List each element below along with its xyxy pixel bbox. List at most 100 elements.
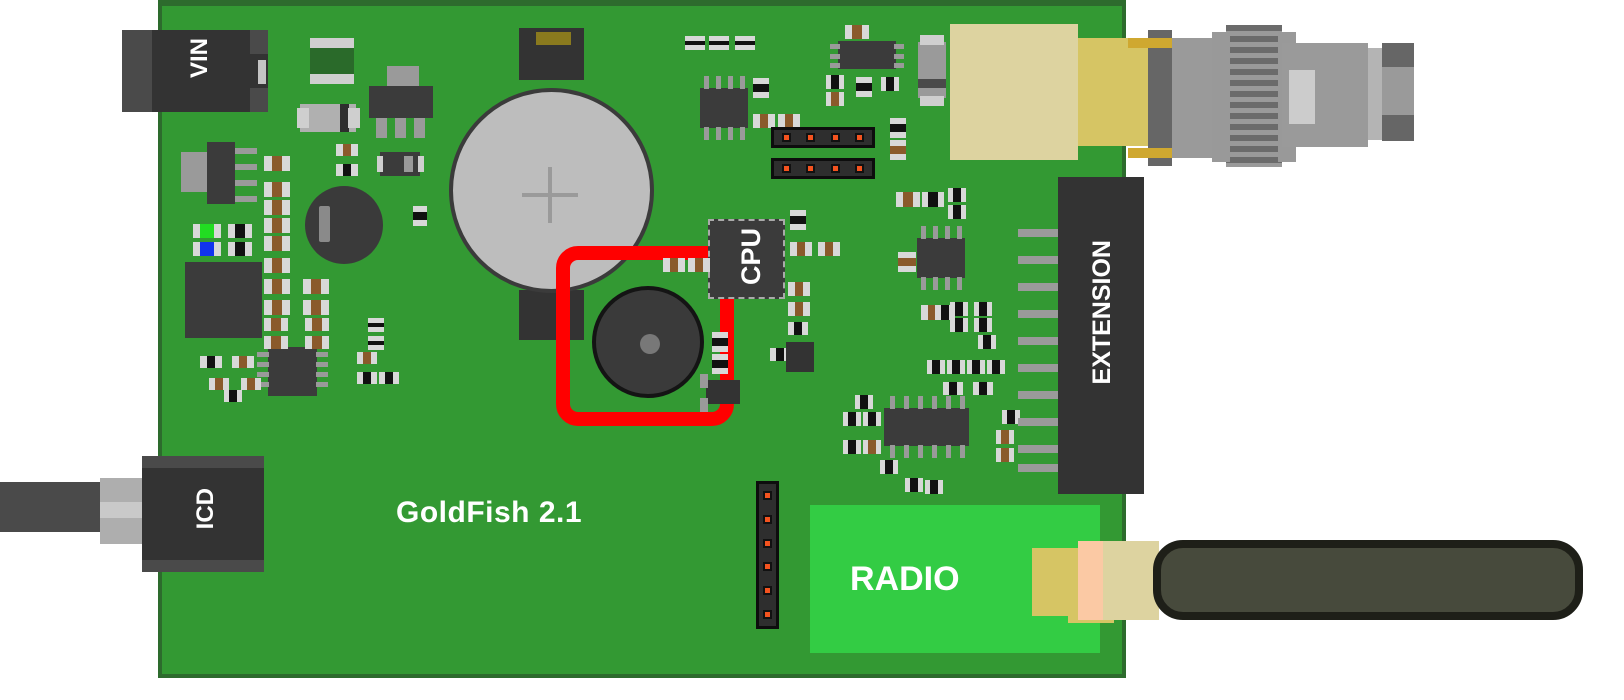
ic-soic-driver	[917, 238, 965, 278]
connector-extension-label: EXTENSION	[1088, 240, 1116, 385]
smd-capacitor	[843, 440, 861, 454]
smd-resistor	[264, 300, 290, 315]
smd-capacitor	[950, 318, 968, 332]
connector-extension[interactable]	[1058, 177, 1144, 494]
pin-header-radio[interactable]	[756, 481, 779, 629]
smd-resistor	[264, 218, 290, 233]
connector-vin[interactable]	[122, 30, 268, 112]
ic-voltage-regulator	[369, 86, 433, 118]
smd-resistor	[845, 25, 869, 39]
smd-resistor	[896, 192, 920, 207]
module-radio-label: RADIO	[850, 559, 960, 598]
smd-capacitor	[357, 372, 377, 384]
usb-connector-shell[interactable]	[950, 24, 1078, 160]
smd-resistor	[996, 448, 1014, 462]
smd-capacitor	[413, 206, 427, 226]
smd-resistor	[753, 114, 775, 128]
smd-resistor	[303, 279, 329, 294]
smd-capacitor	[712, 332, 728, 352]
smd-resistor	[898, 252, 916, 272]
electrolytic-capacitor	[305, 186, 383, 264]
battery-holder-clip-bottom	[519, 290, 584, 340]
smd-capacitor	[200, 356, 222, 368]
antenna-body	[1153, 540, 1583, 620]
ic-regulator	[207, 142, 235, 204]
smd-resistor	[264, 200, 290, 215]
smd-capacitor	[712, 354, 728, 374]
smd-capacitor	[826, 75, 844, 89]
usb-connector-tongue	[1078, 38, 1152, 146]
ic-flash-memory	[185, 262, 262, 338]
smd-capacitor	[922, 192, 944, 207]
pin-header-top-a[interactable]	[771, 127, 875, 148]
bnc-solder-pad	[1128, 38, 1172, 48]
smd-capacitor	[790, 210, 806, 230]
smd-resistor	[890, 140, 906, 160]
smd-resistor	[688, 258, 710, 272]
bnc-flange	[1148, 30, 1172, 166]
smd-resistor	[264, 336, 288, 349]
smd-capacitor	[943, 382, 963, 395]
ic-microcontroller-secondary	[268, 347, 317, 396]
smd-transistor	[706, 380, 740, 404]
smd-capacitor	[753, 78, 769, 98]
smd-capacitor	[925, 480, 943, 494]
smd-resistor	[241, 378, 261, 390]
smd-pad	[181, 152, 207, 192]
smd-capacitor	[709, 36, 729, 50]
ic-cpu-label: CPU	[736, 228, 766, 286]
smd-capacitor	[685, 36, 705, 50]
led-blue	[193, 242, 221, 256]
smd-capacitor	[863, 412, 881, 426]
smd-capacitor	[735, 36, 755, 50]
smd-resistor	[996, 430, 1014, 444]
buzzer[interactable]	[592, 286, 704, 398]
bnc-knurled-nut[interactable]	[1226, 25, 1282, 167]
smd-capacitor	[336, 164, 358, 176]
smd-resistor	[264, 279, 290, 294]
smd-resistor	[863, 440, 881, 454]
smd-resistor	[264, 182, 290, 197]
smd-resistor	[264, 156, 290, 171]
connector-vin-label: VIN	[186, 38, 213, 79]
smd-transistor	[786, 342, 814, 372]
smd-resistor	[264, 258, 290, 273]
antenna-connector-base	[1032, 548, 1080, 616]
smd-resistor	[264, 318, 288, 331]
ic-soic-8	[838, 41, 896, 69]
smd-resistor	[818, 242, 840, 256]
smd-capacitor	[228, 242, 252, 256]
smd-resistor	[209, 378, 229, 390]
smd-capacitor	[974, 318, 992, 332]
smd-capacitor	[228, 224, 252, 238]
smd-resistor	[790, 242, 812, 256]
smd-resistor	[303, 300, 329, 315]
pin-header-top-b[interactable]	[771, 158, 875, 179]
smd-capacitor	[855, 395, 873, 409]
smd-resistor	[264, 236, 290, 251]
smd-capacitor	[967, 360, 985, 374]
bnc-solder-pad-b	[1128, 148, 1172, 158]
smd-resistor	[788, 282, 810, 296]
connector-icd-label: ICD	[192, 488, 219, 530]
smd-capacitor	[379, 372, 399, 384]
smd-resistor	[232, 356, 254, 368]
smd-tantalum-cap	[918, 42, 946, 98]
antenna-collar	[1103, 541, 1159, 620]
ic-soic-small	[700, 88, 748, 128]
smd-resistor	[357, 352, 377, 364]
smd-resistor	[788, 302, 810, 316]
smd-diode	[380, 152, 420, 176]
ic-cpu[interactable]	[708, 219, 785, 299]
smd-resistor	[336, 144, 358, 156]
bnc-tip-bottom	[1382, 115, 1414, 141]
smd-capacitor	[224, 390, 242, 402]
pcb-top-edge	[158, 0, 1126, 6]
smd-capacitor	[788, 322, 808, 335]
smd-capacitor	[973, 382, 993, 395]
connector-icd[interactable]	[142, 456, 264, 572]
smd-capacitor	[978, 335, 996, 349]
smd-capacitor	[843, 412, 861, 426]
smd-resistor	[663, 258, 685, 272]
